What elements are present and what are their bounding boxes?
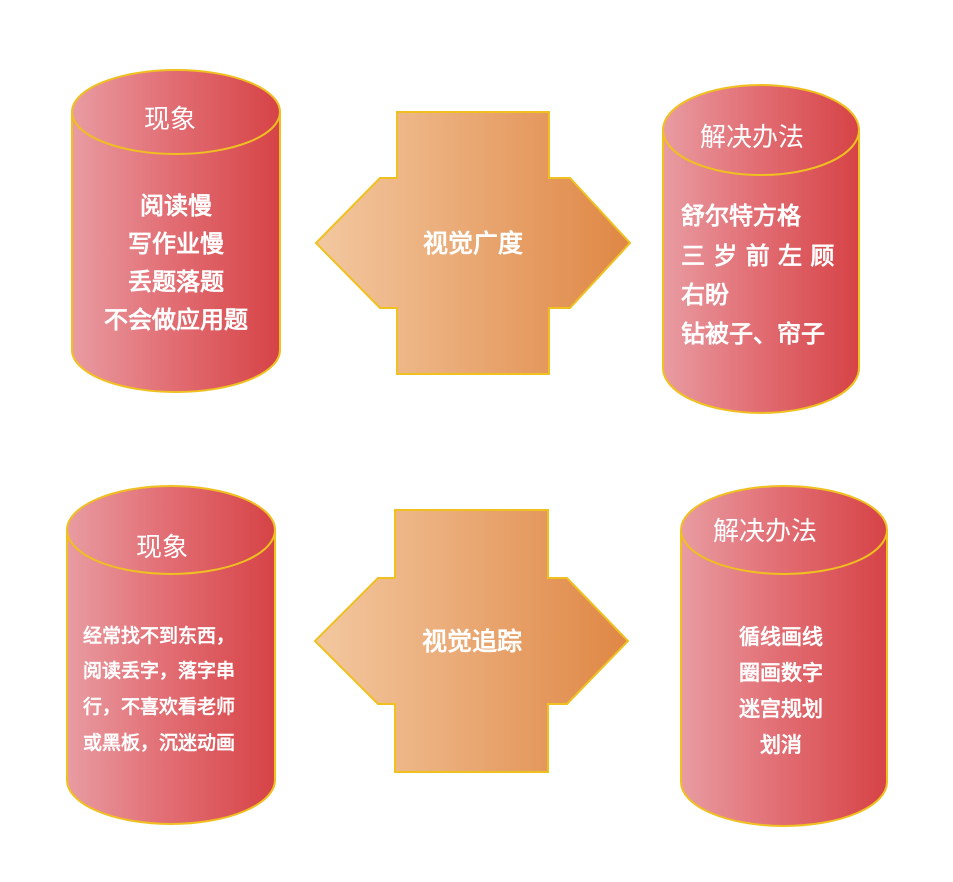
bottom-double-arrow: 视觉追踪 — [313, 509, 630, 773]
arrow-shape — [313, 509, 630, 773]
cylinder-line-3: 丢题落题 — [128, 268, 224, 296]
top-double-arrow: 视觉广度 — [314, 111, 632, 375]
cylinder-body — [71, 112, 281, 393]
cylinder-line-3: 行，不喜欢看老师 — [82, 695, 235, 718]
bottom-right-cylinder: 解决办法 循线画线 圈画数字 迷宫规划 划消 — [680, 485, 888, 827]
top-left-cylinder: 现象 阅读慢 写作业慢 丢题落题 不会做应用题 — [71, 69, 281, 393]
cylinder-top — [66, 485, 276, 575]
cylinder-line-1: 循线画线 — [739, 625, 823, 649]
bottom-left-cylinder: 现象 经常找不到东西， 阅读丢字，落字串 行，不喜欢看老师 或黑板，沉迷动画 — [66, 485, 276, 825]
cylinder-top — [662, 84, 860, 176]
top-right-cylinder: 解决办法 舒尔特方格 三 岁 前 左 顾 右盼 钻被子、帘子 — [662, 84, 860, 414]
cylinder-line-4: 或黑板，沉迷动画 — [83, 731, 235, 754]
cylinder-title: 解决办法 — [700, 123, 804, 153]
cylinder-top — [71, 69, 281, 155]
cylinder-body — [662, 130, 860, 414]
cylinder-title: 解决办法 — [713, 517, 817, 547]
arrow-label: 视觉广度 — [423, 229, 523, 258]
cylinder-line-2: 圈画数字 — [739, 661, 823, 685]
cylinder-line-1: 经常找不到东西， — [83, 624, 235, 647]
cylinder-line-4: 划消 — [760, 733, 802, 757]
cylinder-line-2: 写作业慢 — [128, 230, 225, 258]
cylinder-title: 现象 — [136, 533, 188, 563]
cylinder-body — [680, 530, 888, 827]
arrow-label: 视觉追踪 — [422, 627, 522, 656]
cylinder-line-4: 钻被子、帘子 — [681, 320, 825, 348]
cylinder-body — [66, 530, 276, 825]
cylinder-line-1: 舒尔特方格 — [681, 202, 802, 230]
cylinder-line-3: 右盼 — [681, 281, 729, 309]
cylinder-line-2: 三 岁 前 左 顾 — [681, 242, 834, 270]
arrow-shape — [314, 111, 632, 375]
cylinder-line-1: 阅读慢 — [140, 192, 213, 220]
cylinder-line-3: 迷宫规划 — [738, 697, 823, 721]
cylinder-line-4: 不会做应用题 — [104, 306, 248, 334]
cylinder-top — [680, 485, 888, 575]
cylinder-line-2: 阅读丢字，落字串 — [83, 659, 235, 682]
cylinder-title: 现象 — [144, 105, 196, 135]
